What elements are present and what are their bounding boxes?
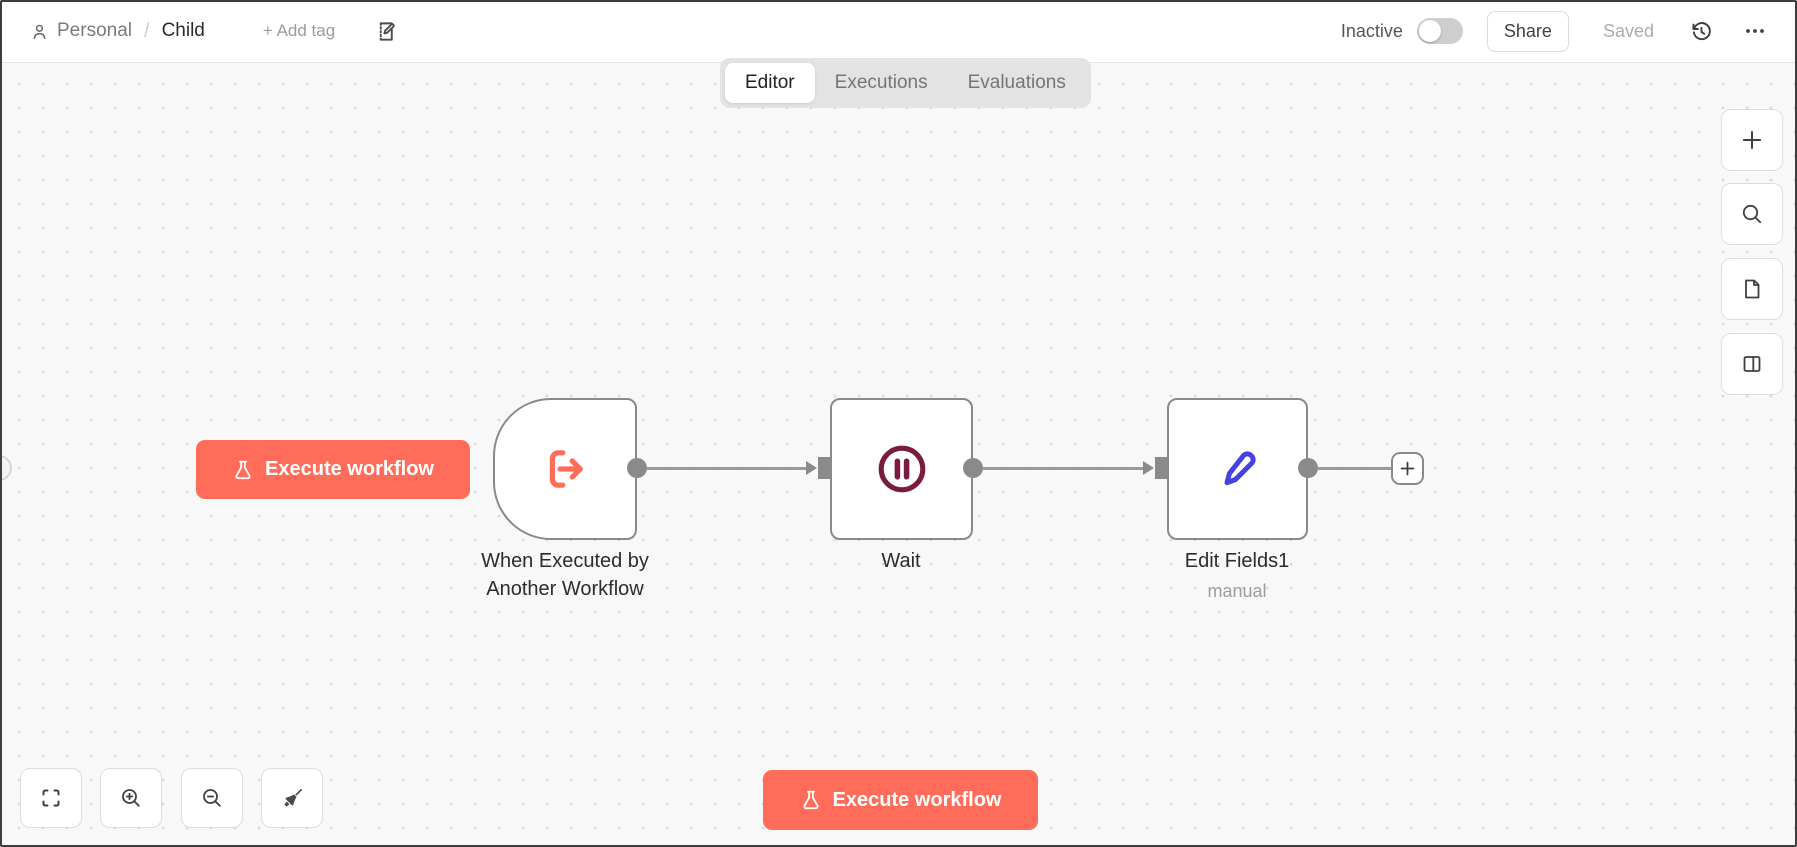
output-connector[interactable] — [963, 458, 983, 478]
node-edit-fields1[interactable] — [1167, 398, 1308, 540]
add-sticky-button[interactable] — [1721, 258, 1783, 320]
connection-line[interactable] — [1318, 467, 1392, 470]
history-icon[interactable] — [1690, 20, 1713, 43]
share-button[interactable]: Share — [1486, 10, 1569, 52]
flask-icon — [800, 789, 822, 811]
open-nodes-panel-button[interactable] — [1721, 109, 1783, 171]
input-connector[interactable] — [818, 457, 830, 479]
zoom-in-icon — [119, 786, 143, 810]
toggle-knob — [1418, 20, 1441, 42]
workflow-title[interactable]: Child — [161, 20, 205, 41]
broom-icon — [280, 786, 305, 811]
view-tabs: Editor Executions Evaluations — [720, 58, 1091, 108]
activation-toggle[interactable] — [1416, 18, 1463, 44]
tab-editor[interactable]: Editor — [725, 63, 815, 103]
zoom-to-fit-button[interactable] — [20, 768, 82, 828]
execute-workflow-button-bottom[interactable]: Execute workflow — [763, 770, 1038, 830]
workflow-canvas[interactable]: Execute workflow When Executed by Anothe… — [0, 63, 1797, 847]
toggle-panel-button[interactable] — [1721, 333, 1783, 395]
sticky-note-icon — [1740, 277, 1764, 301]
zoom-out-icon — [200, 786, 224, 810]
connection-arrowhead — [806, 461, 817, 475]
node-when-executed-by-another-workflow[interactable] — [493, 398, 637, 540]
plus-icon — [1739, 127, 1765, 153]
ellipsis-icon[interactable] — [1743, 19, 1767, 43]
person-icon — [30, 22, 49, 41]
node-name: Edit Fields1 — [1184, 550, 1290, 572]
breadcrumb-separator: / — [144, 19, 150, 42]
add-node-button[interactable] — [1391, 452, 1424, 485]
offscreen-node-stub — [0, 455, 12, 481]
fit-view-icon — [39, 786, 63, 810]
output-connector[interactable] — [1298, 458, 1318, 478]
flask-icon — [232, 459, 254, 481]
node-wait[interactable] — [830, 398, 973, 540]
activation-status-label: Inactive — [1340, 20, 1403, 41]
output-connector[interactable] — [627, 458, 647, 478]
connection-arrowhead — [1143, 461, 1154, 475]
node-label: When Executed by Another Workflow — [481, 550, 649, 600]
node-subtitle: manual — [1207, 580, 1267, 601]
save-status: Saved — [1602, 20, 1654, 41]
tab-executions[interactable]: Executions — [834, 72, 928, 93]
side-panel-icon — [1740, 352, 1764, 376]
workflow-exit-arrow-icon — [538, 442, 592, 496]
header: Personal / Child + Add tag Inactive Shar… — [0, 0, 1797, 63]
node-label: Wait — [881, 550, 921, 572]
note-edit-icon[interactable] — [375, 20, 398, 43]
input-connector[interactable] — [1155, 457, 1167, 479]
pen-icon — [1214, 445, 1262, 493]
connection-line[interactable] — [983, 467, 1143, 470]
breadcrumb-project[interactable]: Personal — [57, 20, 132, 41]
tidy-up-button[interactable] — [261, 768, 323, 828]
zoom-in-button[interactable] — [100, 768, 162, 828]
zoom-out-button[interactable] — [181, 768, 243, 828]
tab-evaluations[interactable]: Evaluations — [967, 72, 1066, 93]
search-icon — [1740, 202, 1764, 226]
add-tag-button[interactable]: + Add tag — [262, 21, 336, 40]
node-label: Edit Fields1 manual — [1137, 548, 1337, 603]
connection-line[interactable] — [647, 467, 807, 470]
search-button[interactable] — [1721, 183, 1783, 245]
pause-circle-icon — [873, 440, 931, 498]
execute-workflow-button[interactable]: Execute workflow — [196, 440, 470, 499]
